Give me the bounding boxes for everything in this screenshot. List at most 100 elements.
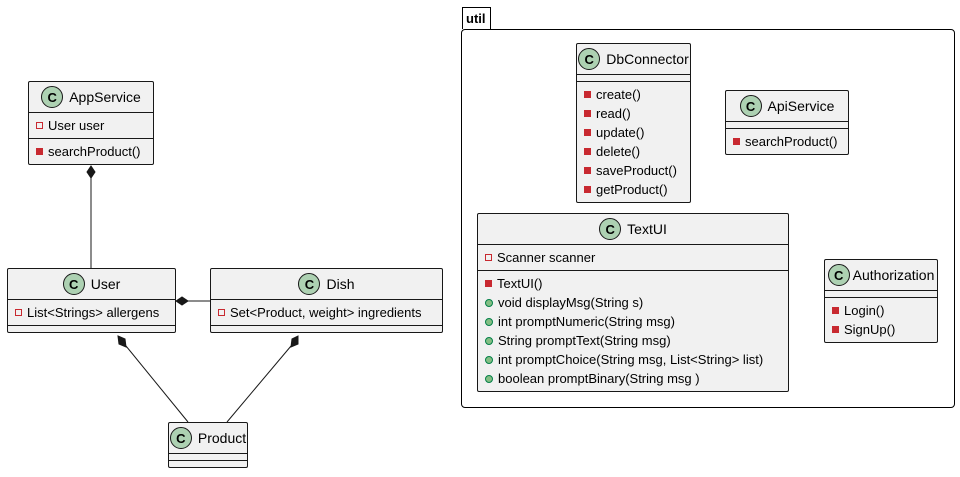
public-method-icon: [485, 298, 493, 307]
class-header: C AppService: [29, 82, 153, 112]
class-header: C User: [8, 269, 175, 299]
composition-diamond: [86, 165, 96, 179]
method-text: int promptChoice(String msg, List<String…: [498, 352, 764, 367]
private-method-icon: [584, 129, 591, 136]
public-method-icon: [485, 317, 493, 326]
private-field-icon: [15, 309, 22, 316]
method-row: void displayMsg(String s): [478, 293, 788, 312]
composition-diamond: [290, 335, 299, 348]
field-row: Scanner scanner: [478, 248, 788, 267]
class-header: C Authorization: [825, 260, 937, 290]
method-text: void displayMsg(String s): [498, 295, 644, 310]
private-method-icon: [584, 110, 591, 117]
composition-diamond: [117, 335, 127, 348]
fields-section: [169, 453, 247, 460]
field-text: User user: [48, 118, 105, 133]
class-c-icon: C: [169, 427, 192, 449]
class-name: AppService: [69, 89, 141, 105]
class-name: TextUI: [627, 221, 667, 237]
class-appservice[interactable]: C AppService User user searchProduct(): [28, 81, 154, 165]
fields-section: Scanner scanner: [478, 244, 788, 270]
field-text: Set<Product, weight> ingredients: [230, 305, 422, 320]
private-method-icon: [584, 91, 591, 98]
method-row: Login(): [825, 301, 937, 320]
class-c-icon: C: [827, 264, 850, 286]
private-method-icon: [832, 307, 839, 314]
private-method-icon: [584, 167, 591, 174]
method-text: Login(): [844, 303, 885, 318]
method-text: getProduct(): [596, 182, 668, 197]
fields-section: [825, 290, 937, 297]
private-method-icon: [733, 138, 740, 145]
class-authorization[interactable]: C Authorization Login() SignUp(): [824, 259, 938, 343]
class-c-icon: C: [62, 273, 85, 295]
methods-section: Login() SignUp(): [825, 297, 937, 342]
class-header: C Product: [169, 423, 247, 453]
methods-section: [169, 460, 247, 467]
methods-section: [211, 325, 442, 332]
method-row: SignUp(): [825, 320, 937, 339]
class-dbconnector[interactable]: C DbConnector create() read() update() d…: [576, 43, 691, 203]
fields-section: [726, 121, 848, 128]
method-text: searchProduct(): [48, 144, 141, 159]
package-name: util: [466, 11, 486, 26]
fields-section: User user: [29, 112, 153, 138]
class-dish[interactable]: C Dish Set<Product, weight> ingredients: [210, 268, 443, 333]
method-row: getProduct(): [577, 180, 690, 199]
class-header: C TextUI: [478, 214, 788, 244]
private-method-icon: [485, 280, 492, 287]
method-text: saveProduct(): [596, 163, 677, 178]
composition-diamond: [175, 296, 189, 306]
private-method-icon: [584, 148, 591, 155]
method-text: create(): [596, 87, 641, 102]
method-text: SignUp(): [844, 322, 896, 337]
method-text: String promptText(String msg): [498, 333, 671, 348]
class-header: C DbConnector: [577, 44, 690, 74]
class-user[interactable]: C User List<Strings> allergens: [7, 268, 176, 333]
class-header: C Dish: [211, 269, 442, 299]
methods-section: create() read() update() delete() savePr…: [577, 81, 690, 202]
methods-section: TextUI() void displayMsg(String s) int p…: [478, 270, 788, 391]
method-row: create(): [577, 85, 690, 104]
field-row: User user: [29, 116, 153, 135]
private-method-icon: [584, 186, 591, 193]
class-c-icon: C: [578, 48, 601, 70]
package-tab-util[interactable]: util: [462, 7, 491, 29]
public-method-icon: [485, 355, 493, 364]
package-util: [461, 29, 955, 408]
methods-section: searchProduct(): [29, 138, 153, 164]
class-c-icon: C: [41, 86, 64, 108]
method-text: read(): [596, 106, 631, 121]
field-row: Set<Product, weight> ingredients: [211, 303, 442, 322]
method-row: searchProduct(): [29, 142, 153, 161]
method-row: int promptChoice(String msg, List<String…: [478, 350, 788, 369]
class-c-icon: C: [298, 273, 321, 295]
class-name: DbConnector: [606, 51, 689, 67]
fields-section: [577, 74, 690, 81]
private-field-icon: [36, 122, 43, 129]
relation-user-product: [125, 345, 189, 423]
method-text: TextUI(): [497, 276, 543, 291]
public-method-icon: [485, 374, 493, 383]
field-text: Scanner scanner: [497, 250, 596, 265]
method-text: int promptNumeric(String msg): [498, 314, 675, 329]
class-c-icon: C: [599, 218, 622, 240]
method-text: update(): [596, 125, 645, 140]
field-text: List<Strings> allergens: [27, 305, 160, 320]
class-textui[interactable]: C TextUI Scanner scanner TextUI() void d…: [477, 213, 789, 392]
private-field-icon: [485, 254, 492, 261]
method-row: String promptText(String msg): [478, 331, 788, 350]
method-row: int promptNumeric(String msg): [478, 312, 788, 331]
method-text: boolean promptBinary(String msg ): [498, 371, 700, 386]
method-row: update(): [577, 123, 690, 142]
method-row: saveProduct(): [577, 161, 690, 180]
class-apiservice[interactable]: C ApiService searchProduct(): [725, 90, 849, 155]
public-method-icon: [485, 336, 493, 345]
method-row: searchProduct(): [726, 132, 848, 151]
class-product[interactable]: C Product: [168, 422, 248, 468]
method-row: boolean promptBinary(String msg ): [478, 369, 788, 388]
methods-section: searchProduct(): [726, 128, 848, 154]
method-text: searchProduct(): [745, 134, 838, 149]
method-text: delete(): [596, 144, 641, 159]
